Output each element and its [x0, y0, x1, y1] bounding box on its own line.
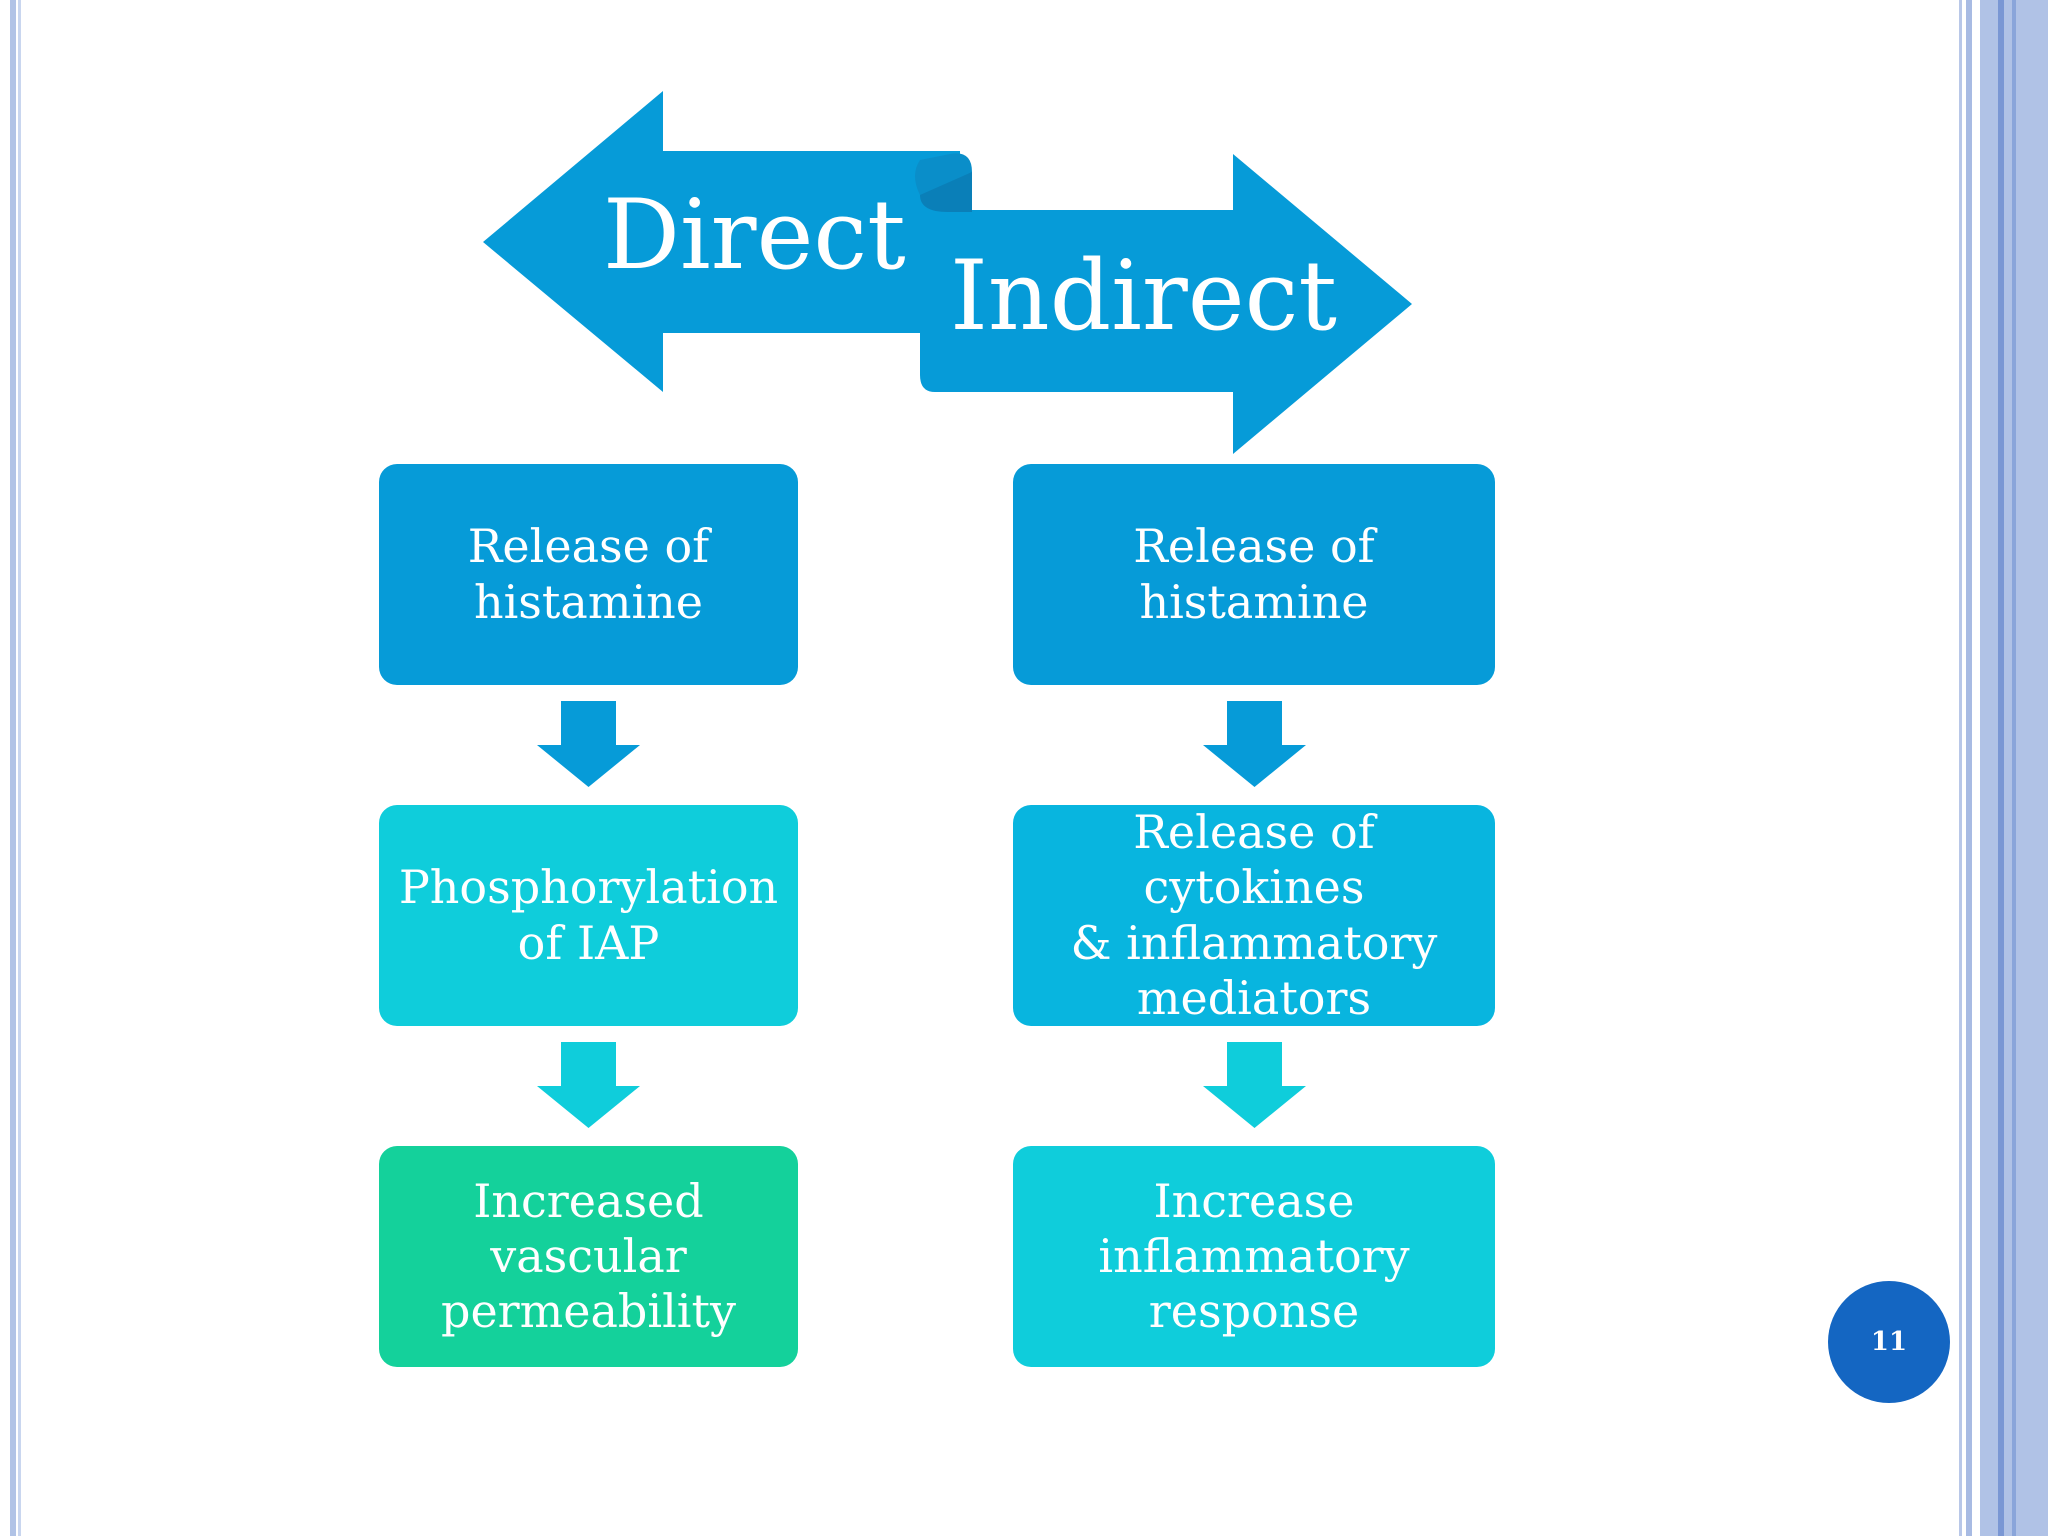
down-arrow-icon: [537, 1042, 640, 1128]
direct-step-2: Phosphorylation of IAP: [379, 805, 798, 1026]
left-border-inner: [18, 0, 21, 1536]
indirect-step-1: Release of histamine: [1013, 464, 1495, 685]
right-border-line: [1998, 0, 2004, 1536]
right-border-line: [1966, 0, 1972, 1536]
direct-step-3: Increased vascular permeability: [379, 1146, 798, 1367]
down-arrow-icon: [1203, 1042, 1306, 1128]
direct-indirect-arrow: [483, 91, 1412, 454]
down-arrow-icon: [537, 701, 640, 787]
down-arrow-icon: [1203, 701, 1306, 787]
direct-label: Direct: [603, 179, 906, 291]
page-number-badge: 11: [1828, 1281, 1950, 1403]
indirect-arrow-shape: [920, 154, 1412, 454]
direct-arrow-shape: [483, 91, 960, 392]
left-border: [10, 0, 16, 1536]
indirect-step-2: Release of cytokines & inflammatory medi…: [1013, 805, 1495, 1026]
right-border-line: [2012, 0, 2016, 1536]
direct-step-1: Release of histamine: [379, 464, 798, 685]
indirect-step-3: Increase inflammatory response: [1013, 1146, 1495, 1367]
right-border-line: [1959, 0, 1962, 1536]
ribbon-curl: [915, 153, 972, 195]
indirect-label: Indirect: [950, 240, 1337, 352]
